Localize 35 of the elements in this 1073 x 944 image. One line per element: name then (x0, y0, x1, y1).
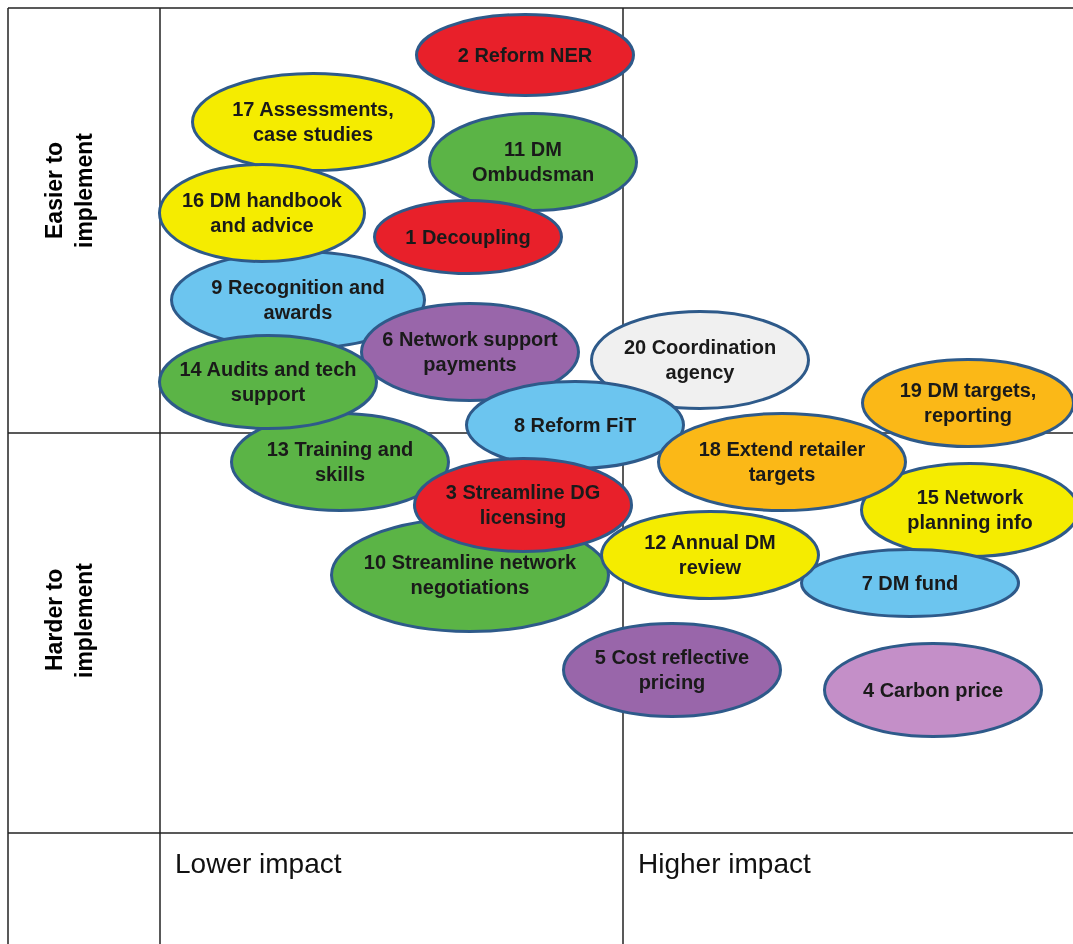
node-label: 14 Audits and tech support (178, 357, 358, 407)
oval-node (158, 334, 378, 430)
node-label: 10 Streamline network negotiations (362, 550, 578, 600)
node-label: 17 Assessments, case studies (231, 97, 395, 147)
node-label: 7 DM fund (861, 570, 959, 596)
node-label: 19 DM targets, reporting (898, 378, 1038, 428)
axis-label: Easier to implement (40, 131, 98, 250)
oval-node (562, 622, 782, 718)
node-label: 16 DM handbook and advice (181, 188, 343, 238)
oval-node (428, 112, 638, 212)
node-label: 2 Reform NER (457, 42, 593, 68)
oval-node (373, 199, 563, 275)
node-label: 12 Annual DM review (643, 530, 777, 580)
node-label: 11 DM Ombudsman (470, 137, 596, 187)
axis-label: Harder to implement (40, 561, 98, 680)
axis-label: Lower impact (175, 848, 342, 880)
node-label: 3 Streamline DG licensing (444, 480, 602, 530)
node-label: 5 Cost reflective pricing (593, 645, 751, 695)
oval-node (191, 72, 435, 172)
axis-label: Higher impact (638, 848, 811, 880)
node-label: 6 Network support payments (381, 327, 559, 377)
node-label: 4 Carbon price (862, 677, 1003, 703)
oval-node (415, 13, 635, 97)
oval-node (600, 510, 820, 600)
oval-node (657, 412, 907, 512)
node-label: 1 Decoupling (405, 224, 531, 250)
oval-node (800, 548, 1020, 618)
oval-node (158, 163, 366, 263)
node-label: 18 Extend retailer targets (697, 437, 867, 487)
oval-node (823, 642, 1043, 738)
node-label: 9 Recognition and awards (210, 275, 386, 325)
node-label: 20 Coordination agency (622, 335, 778, 385)
node-label: 15 Network planning info (906, 485, 1034, 535)
node-label: 13 Training and skills (265, 437, 415, 487)
node-label: 8 Reform FiT (513, 412, 637, 438)
